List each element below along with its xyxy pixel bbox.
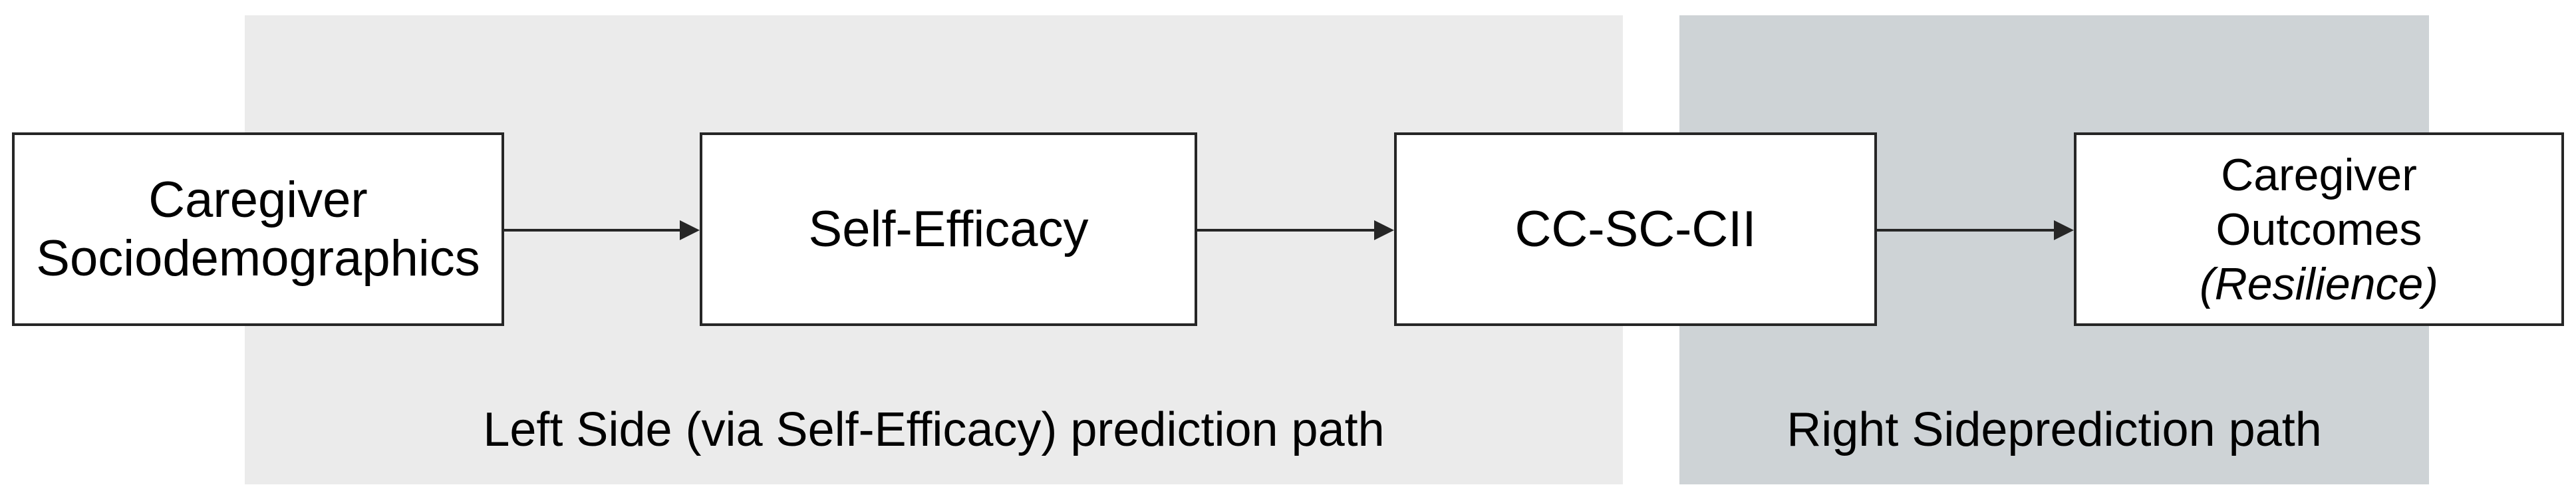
box-label-line-italic: (Resilience) bbox=[2200, 258, 2438, 309]
box-label-line: Sociodemographics bbox=[36, 230, 480, 287]
arrow-shaft bbox=[1877, 229, 2057, 232]
box-label-line: Caregiver bbox=[2221, 149, 2417, 200]
arrow-ccsccii-to-outcomes bbox=[1877, 220, 2074, 240]
right-region-caption: Right Sideprediction path bbox=[1787, 403, 2322, 456]
left-region-caption: Left Side (via Self-Efficacy) prediction… bbox=[483, 403, 1385, 456]
box-label-line: Outcomes bbox=[2216, 204, 2422, 255]
arrowhead-icon bbox=[1374, 220, 1394, 240]
box-caregiver-outcomes: Caregiver Outcomes (Resilience) bbox=[2074, 132, 2564, 326]
box-caregiver-sociodemographics: Caregiver Sociodemographics bbox=[12, 132, 504, 326]
box-label-line: Self-Efficacy bbox=[808, 200, 1089, 257]
arrow-sociodemographics-to-selfefficacy bbox=[504, 220, 700, 240]
arrowhead-icon bbox=[680, 220, 700, 240]
box-label-line: Caregiver bbox=[148, 171, 368, 228]
box-cc-sc-cii: CC-SC-CII bbox=[1394, 132, 1877, 326]
arrowhead-icon bbox=[2054, 220, 2074, 240]
arrow-shaft bbox=[1197, 229, 1377, 232]
arrow-shaft bbox=[504, 229, 682, 232]
box-label-line: CC-SC-CII bbox=[1514, 200, 1757, 257]
arrow-selfefficacy-to-ccsccii bbox=[1197, 220, 1394, 240]
box-self-efficacy: Self-Efficacy bbox=[700, 132, 1197, 326]
